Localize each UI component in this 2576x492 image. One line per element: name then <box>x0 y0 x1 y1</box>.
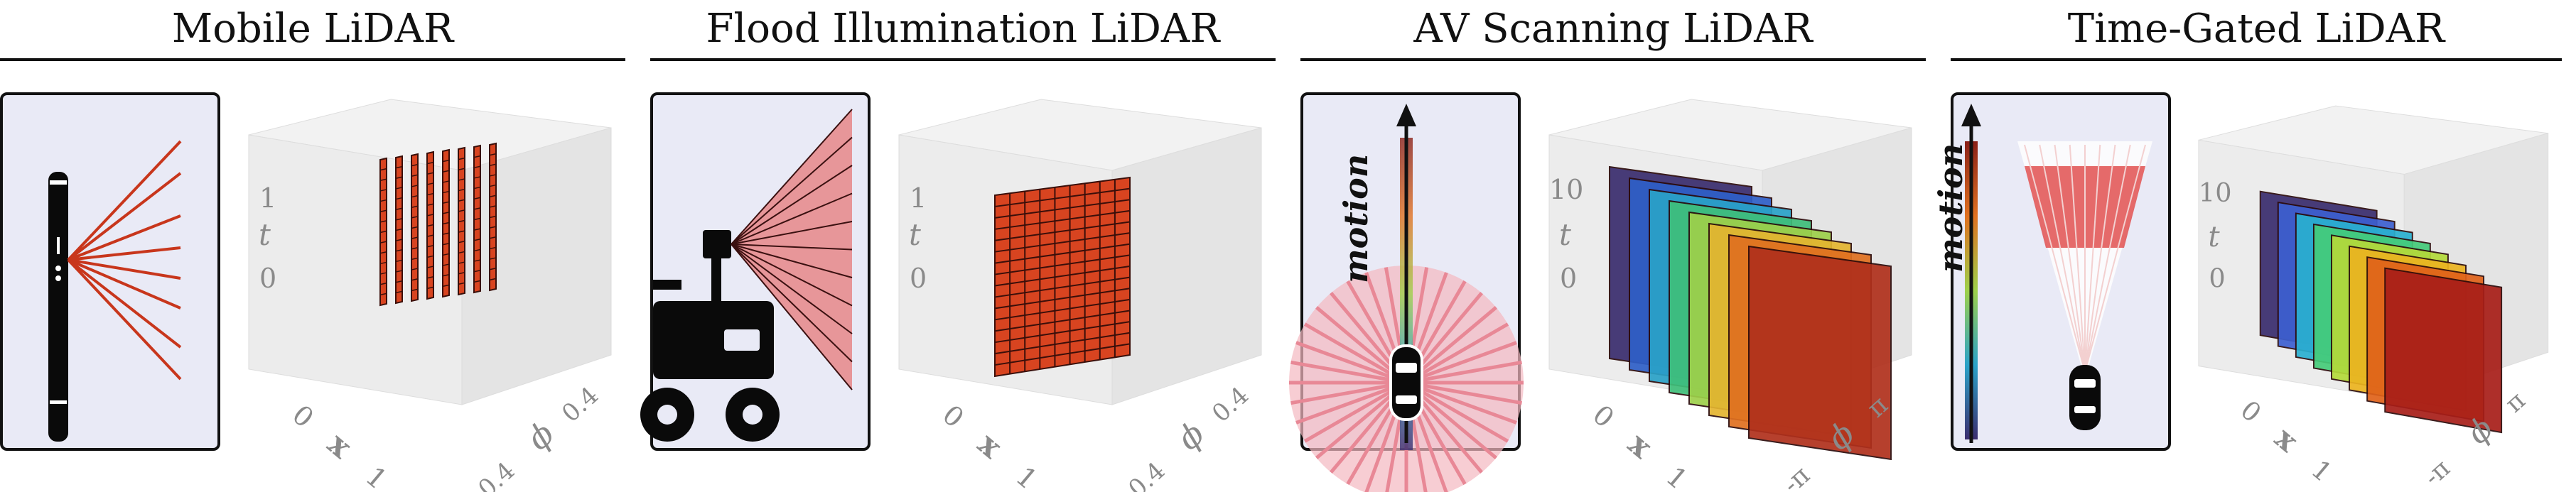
mobile-scan-lines <box>379 142 497 307</box>
mobile-lidar-illustration <box>0 92 220 451</box>
phi-min-label: -0.4 <box>1117 457 1170 492</box>
motion-arrow-icon <box>1961 104 1981 443</box>
panel-gated-lidar: Time-Gated LiDAR motion <box>1931 0 2562 492</box>
x-axis: 0 x 1 <box>937 399 1043 492</box>
flood-surface <box>994 176 1131 378</box>
t-axis: 10 t 0 <box>1549 174 1583 294</box>
plot-box <box>248 99 612 405</box>
title-underline <box>1300 58 1926 61</box>
av-lidar-illustration: motion <box>1289 92 1524 492</box>
x-min-label: 0 <box>2235 395 2267 429</box>
flood-lidar-illustration <box>640 92 871 451</box>
t-axis: 1 t 0 <box>909 182 927 294</box>
phi-min-label: -π <box>2418 454 2455 492</box>
car-icon <box>2069 365 2101 430</box>
t-max-label: 1 <box>910 182 927 214</box>
motion-label: motion <box>1931 143 1970 273</box>
phi-max-label: 0.4 <box>1207 381 1254 428</box>
x-axis-label: x <box>1621 426 1659 466</box>
t-max-label: 10 <box>2199 177 2232 208</box>
x-min-label: 0 <box>286 399 320 434</box>
t-min-label: 0 <box>259 263 276 294</box>
phi-max-label: π <box>2500 386 2531 418</box>
gated-beam <box>2017 141 2152 379</box>
time-slices <box>2259 190 2503 434</box>
panel-flood-lidar: Flood Illumination LiDAR <box>640 0 1276 492</box>
robot-icon <box>640 230 780 442</box>
panel-title: Mobile LiDAR <box>171 6 454 52</box>
x-axis: 0 x 1 <box>2235 395 2338 488</box>
t-max-label: 10 <box>1549 174 1583 205</box>
panel-av-lidar: AV Scanning LiDAR motion <box>1289 0 1926 492</box>
flood-beam-icon <box>731 109 853 390</box>
x-axis-label: x <box>2268 420 2305 459</box>
x-min-label: 0 <box>937 399 970 434</box>
flood-3d-plot: 1 t 0 0 x 1 -0.4 ϕ 0.4 <box>878 71 1276 492</box>
phi-axis-label: ϕ <box>519 414 561 457</box>
t-min-label: 0 <box>910 263 927 294</box>
title-underline <box>0 58 625 61</box>
mobile-3d-plot: 1 t 0 0 x 1 -0.4 ϕ 0.4 <box>227 71 625 492</box>
gated-lidar-illustration: motion <box>1931 92 2171 451</box>
x-min-label: 0 <box>1587 399 1620 434</box>
t-min-label: 0 <box>1560 263 1577 294</box>
car-icon <box>1389 344 1423 421</box>
x-max-label: 1 <box>1660 461 1693 492</box>
laser-beams <box>67 140 182 381</box>
t-axis-label: t <box>259 217 271 252</box>
x-max-label: 1 <box>360 461 393 492</box>
x-axis: 0 x 1 <box>286 399 393 492</box>
time-slices <box>1609 165 1892 461</box>
t-axis-label: t <box>1559 217 1571 252</box>
phi-min-label: -π <box>1777 461 1816 492</box>
time-slice <box>1748 245 1892 461</box>
panel-title: AV Scanning LiDAR <box>1413 6 1813 52</box>
x-axis: 0 x 1 <box>1587 399 1693 492</box>
panel-mobile-lidar: Mobile LiDAR <box>0 0 625 492</box>
title-underline <box>1951 58 2562 61</box>
t-axis-label: t <box>2208 219 2220 253</box>
t-axis: 10 t 0 <box>2199 177 2232 294</box>
t-min-label: 0 <box>2209 263 2225 294</box>
title-underline <box>650 58 1276 61</box>
gated-3d-plot: 10 t 0 0 x 1 -π ϕ π <box>2178 71 2576 492</box>
time-slice <box>2384 267 2503 434</box>
phone-icon <box>48 172 68 442</box>
x-max-label: 1 <box>1010 461 1043 492</box>
panel-title: Flood Illumination LiDAR <box>706 6 1220 52</box>
phi-max-label: 0.4 <box>556 381 604 428</box>
phi-axis-label: ϕ <box>1170 414 1212 457</box>
t-axis-label: t <box>909 217 921 252</box>
t-axis: 1 t 0 <box>259 182 276 294</box>
x-max-label: 1 <box>2305 454 2337 488</box>
motion-label: motion <box>1337 154 1375 283</box>
av-3d-plot: 10 t 0 0 x 1 -π ϕ π <box>1528 71 1926 492</box>
t-max-label: 1 <box>259 182 276 214</box>
x-axis-label: x <box>971 426 1008 466</box>
x-axis-label: x <box>320 426 358 466</box>
panel-title: Time-Gated LiDAR <box>2067 6 2445 52</box>
phi-min-label: -0.4 <box>467 457 520 492</box>
